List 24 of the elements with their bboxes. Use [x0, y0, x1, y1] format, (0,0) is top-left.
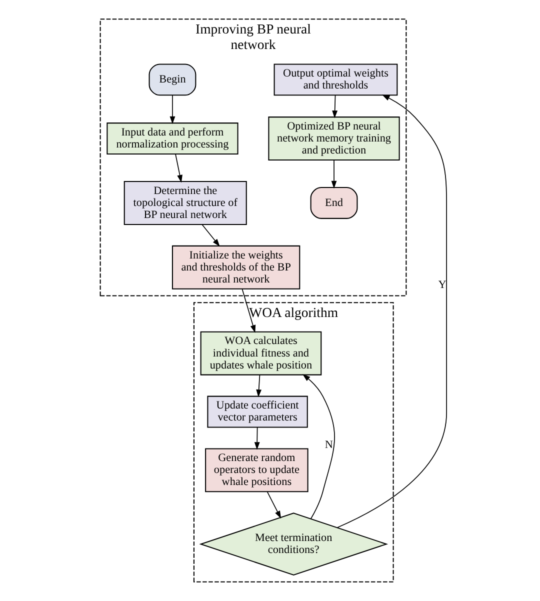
node-box: Initialize the weights and thresholds of the BP neural network — [172, 245, 300, 290]
arrow — [337, 94, 447, 528]
node-box: End — [310, 187, 358, 219]
arrow — [332, 94, 338, 118]
node-box: Determine the topological structure of BP neural network — [124, 180, 247, 225]
node-box: WOA calculates individual fitness and updates whale position — [200, 331, 322, 376]
node-box: Begin — [148, 64, 196, 96]
edge-label: N — [324, 439, 333, 452]
arrow — [331, 160, 337, 189]
arrow — [256, 374, 262, 398]
arrow — [170, 94, 176, 124]
node-box: Output optimal weights and thresholds — [274, 64, 398, 96]
arrow — [266, 492, 282, 519]
node-box: Update coefficient vector parameters — [207, 396, 308, 428]
node-diamond: Meet termination conditions? — [199, 512, 388, 576]
arrow — [254, 427, 260, 450]
node-box: Input data and perform normalization processing — [106, 122, 238, 155]
arrow — [175, 154, 182, 183]
node-box: Generate random operators to update whale positions — [205, 448, 308, 492]
arrow — [242, 288, 256, 333]
arrow — [302, 374, 335, 520]
arrow — [202, 224, 220, 247]
edge-label: Y — [438, 278, 446, 291]
node-box: Optimized BP neural network memory training and prediction — [268, 116, 400, 161]
